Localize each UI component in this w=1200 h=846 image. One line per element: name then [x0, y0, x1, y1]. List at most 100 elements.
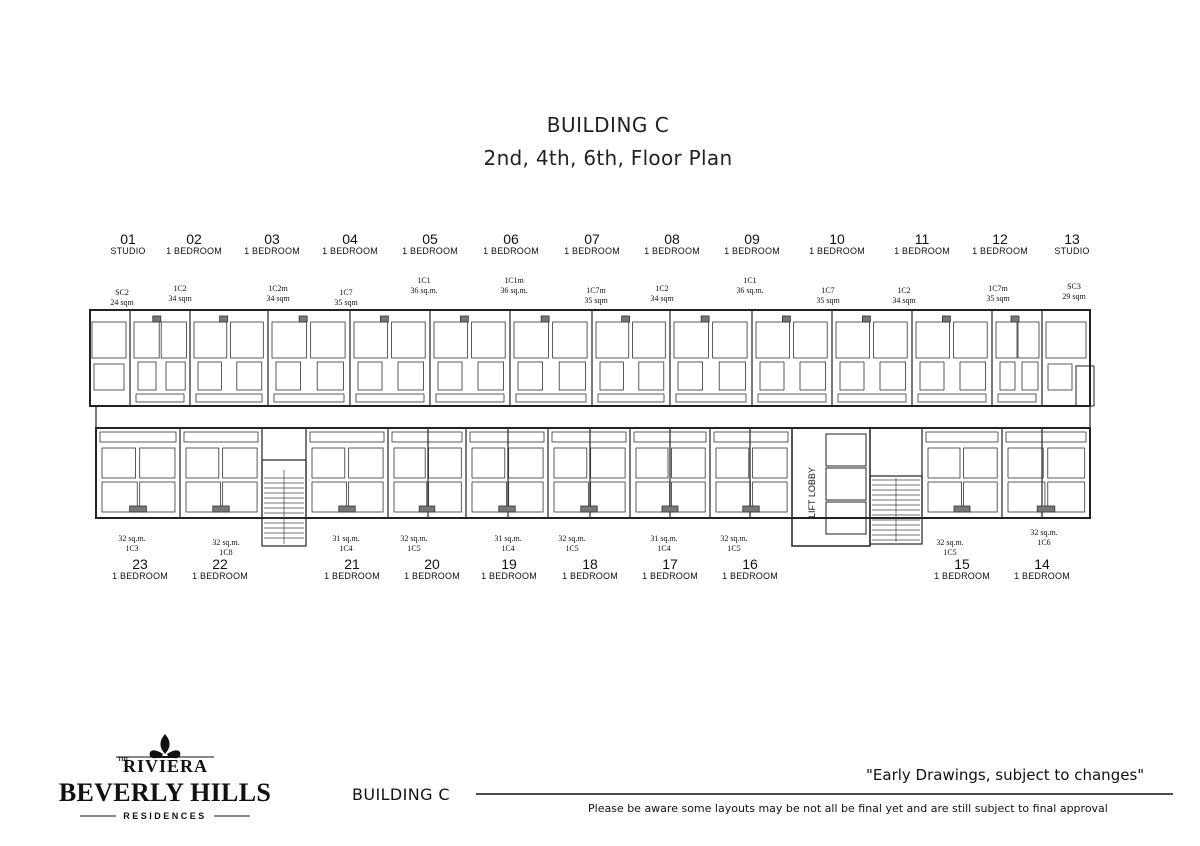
unit-number: 22 [212, 556, 228, 572]
unit-type: 1 BEDROOM [112, 570, 168, 581]
unit-number: 02 [186, 231, 202, 247]
page-title: BUILDING C [546, 113, 670, 137]
unit-number: 14 [1034, 556, 1050, 572]
logo-riviera: RIVIERA [122, 756, 208, 776]
unit-number: 09 [744, 231, 760, 247]
unit-code: 1C4 [501, 544, 515, 553]
bottom-unit-code: 32 sq.m.1C3 [97, 534, 167, 554]
unit-area: 36 sq.m. [500, 286, 528, 295]
unit-number: 17 [662, 556, 678, 572]
unit-code: SC2 [115, 288, 129, 297]
unit-area: 32 sq.m. [1030, 528, 1058, 537]
unit-type: 1 BEDROOM [724, 245, 780, 256]
unit-area: 32 sq.m. [558, 534, 586, 543]
unit-number: 13 [1064, 231, 1080, 247]
unit-code: SC3 [1067, 282, 1081, 291]
unit-type: 1 BEDROOM [483, 245, 539, 256]
unit-code: 1C7m [586, 286, 606, 295]
unit-number: 21 [344, 556, 360, 572]
unit-number: 11 [914, 231, 930, 247]
unit-number: 10 [829, 231, 845, 247]
unit-number: 04 [342, 231, 358, 247]
unit-type: 1 BEDROOM [402, 245, 458, 256]
unit-code: 1C2 [173, 284, 187, 293]
unit-area: 32 sq.m. [400, 534, 428, 543]
bottom-unit-code: 32 sq.m.1C8 [191, 538, 261, 558]
unit-area: 29 sqm [1062, 292, 1086, 301]
unit-code: 1C6 [1037, 538, 1051, 547]
unit-type: STUDIO [1054, 245, 1090, 256]
unit-area: 35 sqm [816, 296, 840, 305]
logo-beverly-hills: BEVERLY HILLS [58, 778, 272, 807]
bottom-unit-code: 32 sq.m.1C6 [1009, 528, 1079, 548]
unit-area: 31 sq.m. [650, 534, 678, 543]
unit-number: 15 [954, 556, 970, 572]
unit-code: 1C5 [407, 544, 421, 553]
unit-type: 1 BEDROOM [894, 245, 950, 256]
unit-type: 1 BEDROOM [642, 570, 698, 581]
unit-area: 35 sqm [584, 296, 608, 305]
bottom-unit-code: 31 sq.m.1C4 [473, 534, 543, 554]
unit-type: 1 BEDROOM [166, 245, 222, 256]
unit-area: 32 sq.m. [720, 534, 748, 543]
unit-number: 19 [501, 556, 517, 572]
unit-area: 24 sqm [110, 298, 134, 307]
page-subtitle: 2nd, 4th, 6th, Floor Plan [483, 146, 733, 170]
unit-type: 1 BEDROOM [722, 570, 778, 581]
unit-type: 1 BEDROOM [404, 570, 460, 581]
unit-type: 1 BEDROOM [1014, 570, 1070, 581]
unit-code: 1C7m [988, 284, 1008, 293]
footer-building-label: BUILDING C [352, 785, 450, 804]
unit-code: 1C5 [943, 548, 957, 557]
unit-number: 12 [992, 231, 1008, 247]
unit-type: 1 BEDROOM [481, 570, 537, 581]
unit-number: 07 [584, 231, 600, 247]
lift-lobby-label: LIFT LOBBY [807, 467, 817, 518]
unit-area: 35 sqm [986, 294, 1010, 303]
unit-number: 08 [664, 231, 680, 247]
unit-type: 1 BEDROOM [562, 570, 618, 581]
bottom-unit-code: 32 sq.m.1C5 [537, 534, 607, 554]
unit-number: 23 [132, 556, 148, 572]
unit-code: 1C4 [339, 544, 353, 553]
disclaimer-text: "Early Drawings, subject to changes" [866, 766, 1145, 784]
unit-area: 34 sqm [266, 294, 290, 303]
unit-area: 34 sqm [892, 296, 916, 305]
bottom-unit-code: 31 sq.m.1C4 [311, 534, 381, 554]
unit-number: 05 [422, 231, 438, 247]
unit-area: 36 sq.m. [736, 286, 764, 295]
unit-type: 1 BEDROOM [564, 245, 620, 256]
unit-area: 34 sqm [650, 294, 674, 303]
unit-type: STUDIO [110, 245, 146, 256]
bottom-unit-code: 32 sq.m.1C5 [915, 538, 985, 558]
unit-type: 1 BEDROOM [972, 245, 1028, 256]
unit-type: 1 BEDROOM [644, 245, 700, 256]
logo-residences: RESIDENCES [123, 811, 207, 821]
unit-type: 1 BEDROOM [809, 245, 865, 256]
unit-code: 1C2m [268, 284, 288, 293]
